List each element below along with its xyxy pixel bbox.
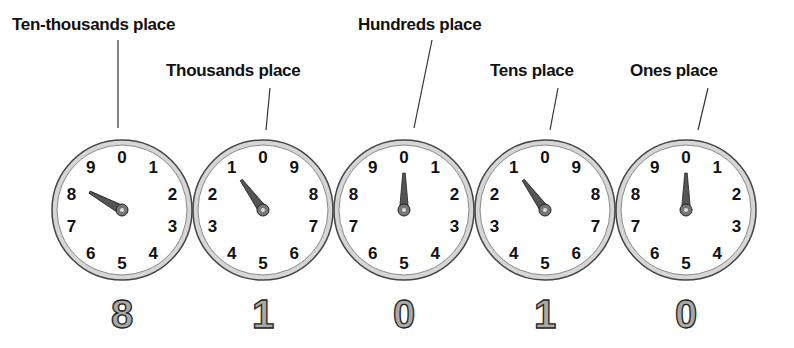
dial-number: 2 xyxy=(208,185,217,202)
dial-number: 3 xyxy=(168,218,177,235)
dial-number: 7 xyxy=(591,218,600,235)
dial-number: 2 xyxy=(490,185,499,202)
dial-number: 8 xyxy=(309,185,318,202)
place-label: Thousands place xyxy=(166,62,300,81)
dial-number: 4 xyxy=(430,244,439,261)
place-label: Ten-thousands place xyxy=(12,16,175,35)
dial-number: 8 xyxy=(631,185,640,202)
dial-number: 6 xyxy=(571,244,580,261)
reading-digit: 1 xyxy=(252,294,274,334)
dial-number: 3 xyxy=(490,218,499,235)
leader-line xyxy=(117,40,118,128)
dial-number: 4 xyxy=(509,244,518,261)
dial-number: 0 xyxy=(540,149,549,166)
dial-hand xyxy=(238,177,271,217)
dial-number: 6 xyxy=(368,244,377,261)
dial-number: 2 xyxy=(450,185,459,202)
dial-hand xyxy=(87,188,129,217)
dial-number: 7 xyxy=(309,218,318,235)
dial-number: 4 xyxy=(712,244,721,261)
meter-dial: 0 12 34 5 67 89 xyxy=(473,138,617,282)
leader-line xyxy=(698,88,708,130)
dial-number: 1 xyxy=(712,159,721,176)
dial-number: 9 xyxy=(289,159,298,176)
dial-number: 0 xyxy=(258,149,267,166)
meter-dial: 0 12 34 5 67 89 xyxy=(50,138,194,282)
reading-digit: 0 xyxy=(393,294,415,334)
dial-number: 2 xyxy=(168,185,177,202)
dial-number: 3 xyxy=(450,218,459,235)
dial-number: 9 xyxy=(571,159,580,176)
dial-number: 5 xyxy=(540,255,549,272)
leader-line xyxy=(550,88,558,130)
dial-number: 8 xyxy=(67,185,76,202)
place-label: Hundreds place xyxy=(358,16,481,35)
dial-number: 2 xyxy=(732,185,741,202)
dial-number: 4 xyxy=(227,244,236,261)
reading-digit: 1 xyxy=(534,294,556,334)
dial-number: 9 xyxy=(368,159,377,176)
leader-line xyxy=(414,40,432,128)
dial-number: 0 xyxy=(399,149,408,166)
place-label: Tens place xyxy=(490,62,574,81)
dial-number: 5 xyxy=(258,255,267,272)
dial-number: 1 xyxy=(227,159,236,176)
dial-number: 0 xyxy=(117,149,126,166)
leader-line xyxy=(266,88,270,130)
dial-number: 6 xyxy=(86,244,95,261)
meter-dial: 0 12 34 5 67 89 xyxy=(332,138,476,282)
dial-number: 1 xyxy=(148,159,157,176)
dial-number: 8 xyxy=(591,185,600,202)
dial-number: 1 xyxy=(430,159,439,176)
dial-number: 8 xyxy=(349,185,358,202)
meter-dial: 0 12 34 5 67 89 xyxy=(191,138,335,282)
reading-digit: 0 xyxy=(675,294,697,334)
place-label: Ones place xyxy=(630,62,718,81)
dial-number: 7 xyxy=(67,218,76,235)
dial-number: 0 xyxy=(681,149,690,166)
dial-number: 1 xyxy=(509,159,518,176)
dial-hand xyxy=(520,177,553,217)
dial-number: 5 xyxy=(681,255,690,272)
dial-number: 6 xyxy=(289,244,298,261)
dial-number: 9 xyxy=(650,159,659,176)
meter-dial: 0 12 34 5 67 89 xyxy=(614,138,758,282)
dial-number: 4 xyxy=(148,244,157,261)
dial-number: 5 xyxy=(117,255,126,272)
dial-number: 7 xyxy=(631,218,640,235)
dial-number: 3 xyxy=(208,218,217,235)
dial-number: 3 xyxy=(732,218,741,235)
dial-number: 5 xyxy=(399,255,408,272)
reading-digit: 8 xyxy=(111,294,133,334)
dial-number: 6 xyxy=(650,244,659,261)
dial-number: 9 xyxy=(86,159,95,176)
dial-number: 7 xyxy=(349,218,358,235)
